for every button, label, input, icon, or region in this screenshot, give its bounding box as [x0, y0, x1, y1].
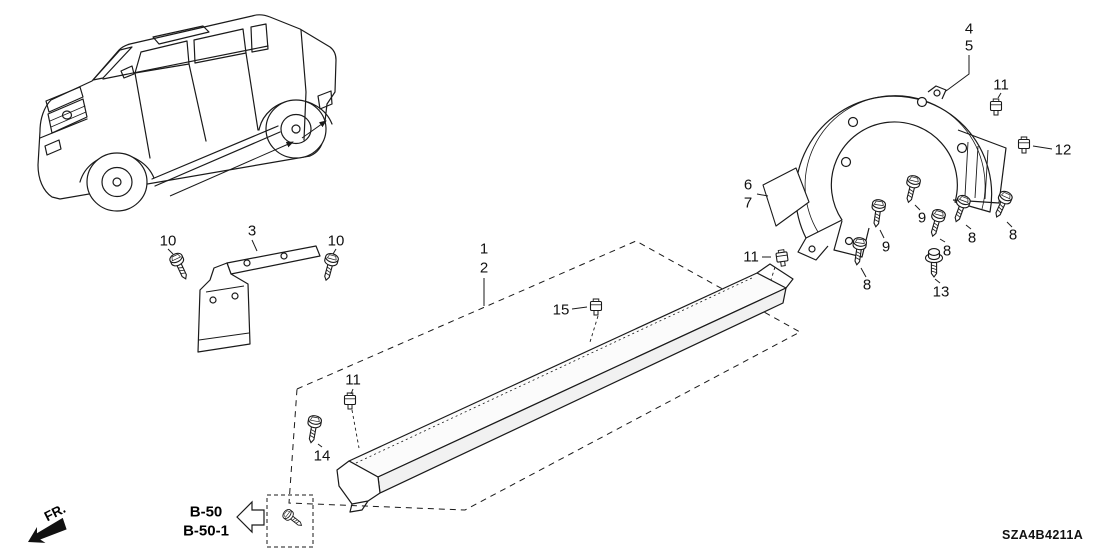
callout-13: 13: [932, 283, 950, 301]
callout-2: 2: [479, 259, 489, 277]
bolt-icon: [319, 251, 340, 283]
fr-arrow-icon: [28, 517, 67, 543]
headlight: [45, 86, 84, 113]
clip-icon: [1017, 136, 1031, 154]
clip-icon: [775, 248, 790, 268]
callout-8-b: 8: [967, 229, 977, 247]
callout-15: 15: [552, 301, 570, 319]
screw-icon: [280, 507, 306, 530]
callout-4: 4: [964, 20, 974, 38]
callout-8-a: 8: [1008, 226, 1018, 244]
rear-wheel: [265, 99, 327, 159]
callout-8-d: 8: [862, 276, 872, 294]
wheel-arch-protector-part: [795, 85, 1007, 261]
callout-11-b: 11: [743, 248, 759, 266]
bolt-icon: [949, 193, 973, 225]
bolt-icon: [167, 250, 193, 283]
windshield: [92, 46, 133, 81]
callout-8-c: 8: [942, 242, 952, 260]
ref-label-b50-1: B-50-1: [183, 522, 229, 540]
sunroof: [152, 25, 210, 45]
callout-5: 5: [964, 37, 974, 55]
diagram-code: SZA4B4211A: [1002, 528, 1084, 542]
sill-bracket-part: [197, 245, 321, 353]
callout-14: 14: [313, 447, 331, 465]
vehicle-illustration: [37, 14, 337, 212]
callout-10-b: 10: [327, 232, 345, 250]
ref-label-b50: B-50: [189, 503, 223, 521]
bolt-icon: [925, 207, 947, 239]
clip-icon: [589, 298, 603, 316]
dashed-region-outline: [288, 240, 802, 511]
protector-patch-part: [762, 167, 810, 227]
ref-arrow-icon: [236, 500, 265, 534]
mounting-location-arrows: [169, 120, 327, 197]
callout-11-c: 11: [345, 371, 361, 389]
flange-bolt-icon: [924, 248, 944, 278]
clip-icon: [343, 392, 357, 410]
callout-1: 1: [479, 240, 489, 258]
callout-3: 3: [247, 222, 257, 240]
side-sill-garnish-part: [336, 263, 794, 513]
callout-10-a: 10: [159, 232, 177, 250]
callout-6: 6: [743, 176, 753, 194]
side-mirror: [120, 65, 135, 79]
bolt-icon: [304, 414, 323, 445]
bolt-icon: [990, 188, 1015, 221]
callout-11-a: 11: [993, 76, 1009, 94]
callout-9-b: 9: [881, 238, 891, 256]
bolt-icon: [901, 173, 922, 205]
rocker-panel-lines: [151, 125, 281, 187]
front-wheel: [86, 152, 148, 212]
callout-7: 7: [743, 194, 753, 212]
reference-callout: [236, 494, 314, 548]
grille: [47, 98, 88, 134]
clip-icon: [989, 98, 1003, 116]
callout-9-a: 9: [917, 209, 927, 227]
ref-dashed-box: [266, 494, 314, 548]
callout-12: 12: [1054, 141, 1072, 159]
bolt-icon: [868, 198, 887, 229]
leader-lines: [167, 55, 1053, 448]
